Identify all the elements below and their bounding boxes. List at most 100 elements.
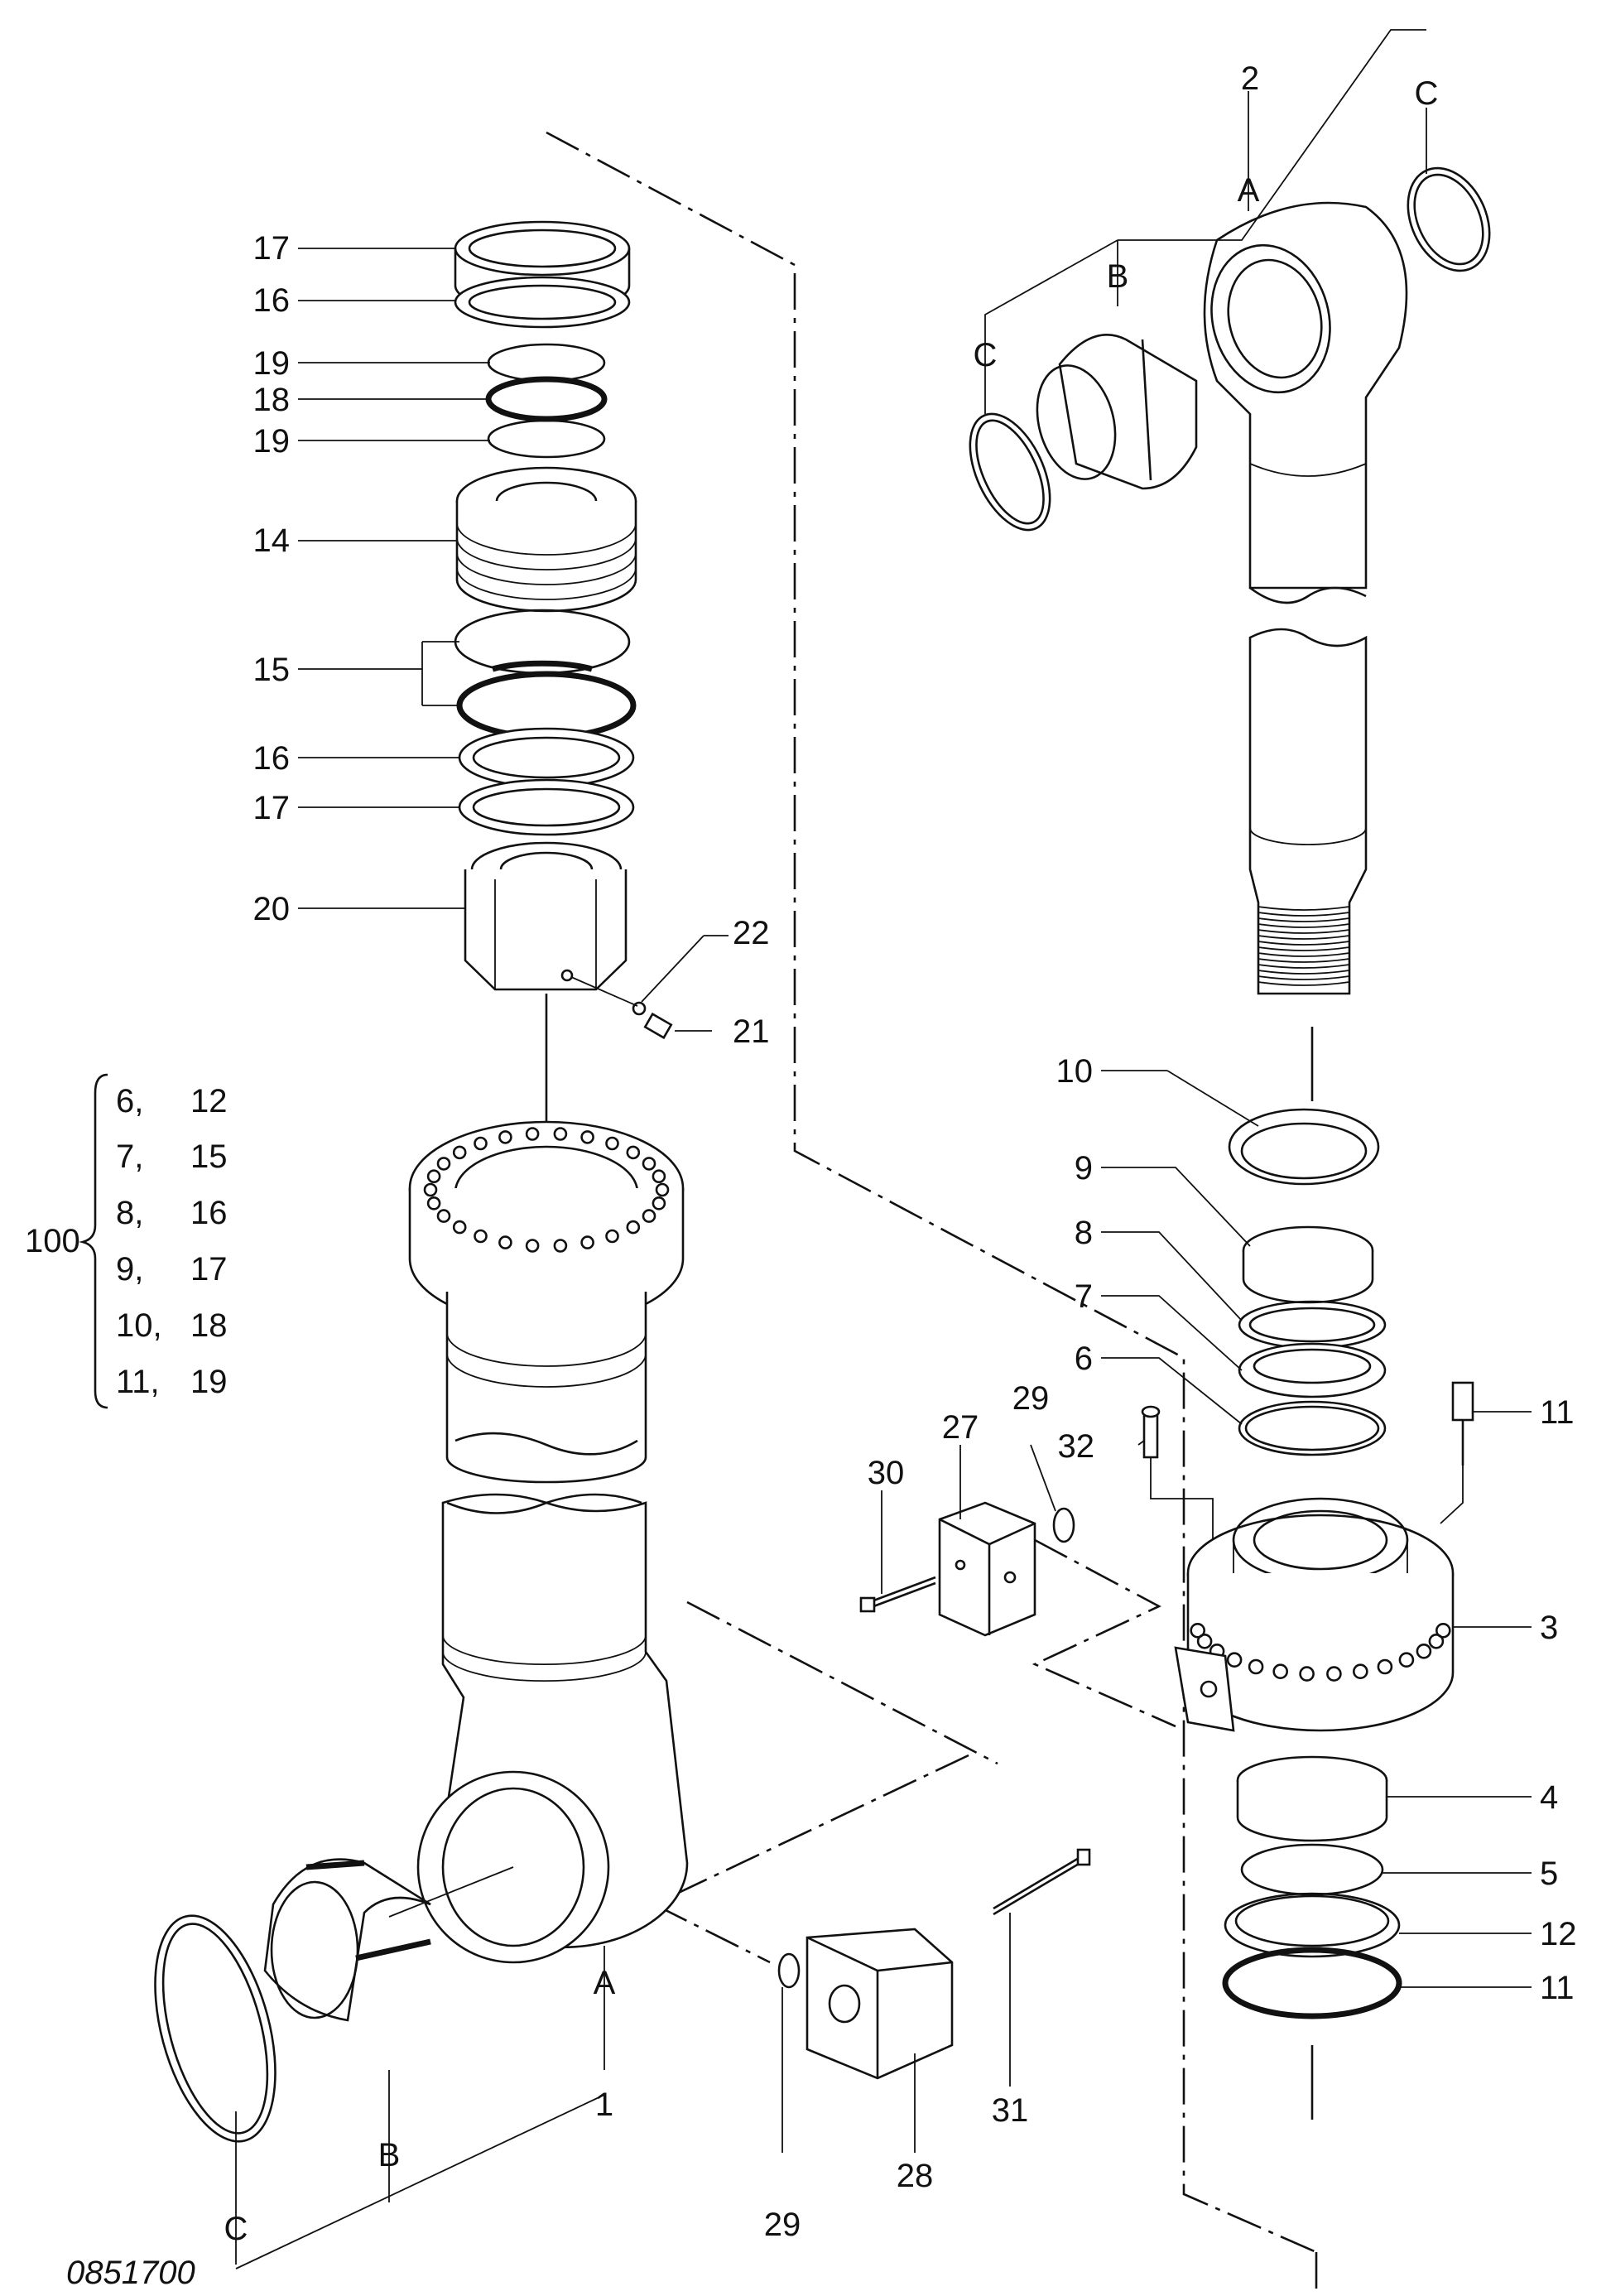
set-screw-21-ball-22: [570, 935, 729, 1040]
callout-5: 5: [1540, 1856, 1558, 1892]
callout-7: 7: [1075, 1278, 1093, 1315]
callout-29-top: 29: [1012, 1380, 1050, 1417]
kit-row-4-right: 17: [190, 1251, 228, 1288]
letter-a-top: A: [1238, 172, 1260, 209]
snap-ring-c-top-left: [969, 412, 1051, 532]
callout-28: 28: [897, 2158, 934, 2194]
callout-29-bottom: 29: [764, 2207, 801, 2243]
bolt-hole: [580, 1130, 594, 1144]
callout-labels: 17 16 19 18 19 14 15 16 17 20 22 21 2 A …: [224, 60, 1577, 2247]
thread-line: [1258, 970, 1350, 975]
thread-line: [1258, 935, 1350, 940]
callout-17-top: 17: [253, 230, 291, 267]
bolt-hole: [1398, 1652, 1415, 1668]
letter-c-bottom: C: [224, 2211, 248, 2247]
callout-10: 10: [1056, 1053, 1094, 1090]
bolt-hole: [642, 1209, 656, 1223]
head-bolt-holes: [1190, 1623, 1451, 1682]
snap-ring-c-top-right: [1407, 166, 1491, 272]
piston-14: [455, 466, 637, 613]
seal-ring-16-bottom: [458, 727, 635, 788]
letter-a-bottom: A: [594, 1965, 616, 2001]
callout-27: 27: [942, 1409, 979, 1446]
bolt-hole: [626, 1220, 641, 1235]
bolt-hole: [580, 1235, 594, 1249]
bolt-hole: [474, 1229, 488, 1244]
bolt-hole: [452, 1145, 467, 1160]
bushing-b-bottom: [263, 1858, 431, 2022]
bolt-hole: [1353, 1663, 1368, 1679]
kit-100-table: 100 6, 12 7, 15 8, 16 9, 17 10, 18 11, 1…: [25, 1073, 228, 1409]
bolt-hole: [1326, 1666, 1342, 1682]
ring-8: [1238, 1300, 1387, 1350]
callout-30: 30: [868, 1455, 905, 1491]
backup-ring-19-bottom: [487, 419, 606, 459]
bolt-hole: [605, 1136, 619, 1151]
callout-19-bottom: 19: [253, 423, 291, 460]
callout-17-bottom: 17: [253, 790, 291, 826]
snap-ring-c-bottom: [154, 1914, 277, 2143]
leader-lines: [235, 29, 1532, 2270]
thread-line: [1258, 923, 1350, 928]
kit-row-1-right: 12: [190, 1083, 228, 1119]
bolt-hole: [1435, 1623, 1451, 1639]
ring-12: [1224, 1892, 1401, 1958]
thread-line: [1258, 906, 1350, 911]
callout-2: 2: [1241, 60, 1259, 97]
kit-row-2-left: 7,: [116, 1138, 143, 1175]
callout-20: 20: [253, 891, 291, 927]
ring-6: [1238, 1400, 1387, 1456]
bolt-hole: [1428, 1634, 1445, 1649]
o-ring-29-bottom: [777, 1952, 801, 1989]
seal-ring-16-top: [454, 276, 631, 329]
bolt-hole: [605, 1229, 619, 1244]
callout-16-top: 16: [253, 282, 291, 319]
thread-line: [1258, 929, 1350, 934]
bolt-11-top: [1440, 1381, 1474, 1524]
thread-line: [1258, 917, 1350, 922]
seal-9: [1242, 1225, 1374, 1304]
bolt-hole: [1190, 1623, 1205, 1639]
cylinder-head-3: [1174, 1497, 1455, 1732]
bolt-hole: [553, 1239, 568, 1253]
bolt-31: [993, 1848, 1091, 1916]
drawing-reference-number: 0851700: [66, 2255, 195, 2291]
thread-line: [1258, 952, 1350, 957]
callout-12: 12: [1540, 1916, 1577, 1952]
callout-3: 3: [1540, 1610, 1558, 1646]
ring-7: [1238, 1342, 1387, 1398]
block-27: [938, 1501, 1036, 1637]
clevis-head-2: [1203, 201, 1408, 604]
bolt-hole: [626, 1145, 641, 1160]
thread-line: [1258, 975, 1350, 980]
cylinder-tube-flange: [408, 1120, 685, 1484]
grease-fitting-32: [1141, 1405, 1214, 1540]
callout-21: 21: [733, 1013, 770, 1050]
bolt-hole: [655, 1182, 670, 1197]
thread-line: [1258, 946, 1350, 951]
callout-9: 9: [1075, 1150, 1093, 1187]
callout-4: 4: [1540, 1779, 1558, 1816]
bolt-hole: [652, 1169, 666, 1183]
callout-22: 22: [733, 915, 770, 951]
bolt-hole: [1299, 1666, 1315, 1682]
bolt-hole: [474, 1136, 488, 1151]
thread-line: [1258, 981, 1350, 986]
kit-row-5-left: 10,: [116, 1307, 162, 1344]
bolt-hole: [525, 1127, 540, 1141]
piston-rod-1: [388, 1493, 689, 1964]
kit-row-1-left: 6,: [116, 1083, 143, 1119]
bolt-hole: [426, 1169, 441, 1183]
bolt-hole: [436, 1157, 451, 1171]
callout-31: 31: [992, 2092, 1029, 2129]
letter-b-bottom: B: [378, 2137, 401, 2173]
seal-set-15: [454, 609, 637, 740]
kit-row-2-right: 15: [190, 1138, 228, 1175]
bolt-hole: [652, 1196, 666, 1211]
callout-19-top: 19: [253, 345, 291, 382]
bolt-30: [859, 1576, 936, 1613]
bolt-hole: [1226, 1652, 1243, 1668]
bolt-hole: [1248, 1658, 1264, 1675]
